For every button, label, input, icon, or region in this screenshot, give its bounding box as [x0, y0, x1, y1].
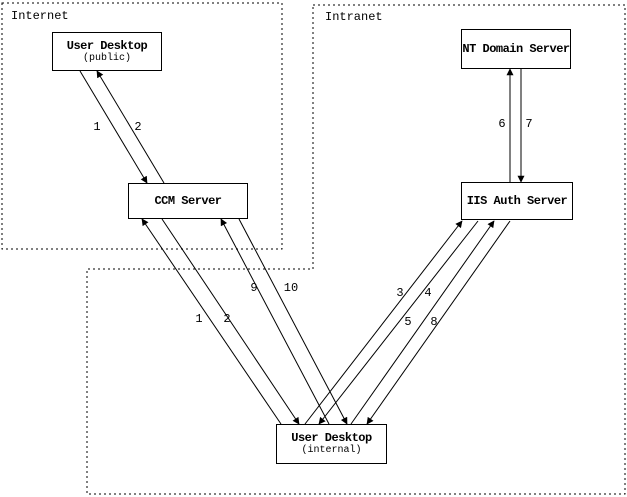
edge-line-2 [96, 70, 165, 184]
node-user-desktop-internal: User Desktop (internal) [276, 424, 387, 464]
edge-line-1 [141, 218, 282, 425]
node-user-desktop-public: User Desktop (public) [52, 32, 162, 71]
node-iis-auth-server: IIS Auth Server [461, 182, 573, 220]
node-title: User Desktop [66, 38, 148, 53]
edge-label-1: 1 [195, 312, 202, 326]
edge-line-2 [161, 218, 300, 425]
region-border-internet [1, 2, 283, 250]
edge-label-6: 6 [498, 117, 505, 131]
edge-line-1 [79, 70, 148, 184]
node-subtitle: (internal) [301, 445, 362, 456]
edge-label-2: 2 [223, 312, 230, 326]
node-ccm-server: CCM Server [128, 183, 248, 219]
node-title: CCM Server [154, 193, 222, 208]
edge-line-8 [366, 220, 511, 425]
edge-label-3: 3 [396, 286, 403, 300]
edge-label-10: 10 [284, 281, 298, 295]
edge-label-8: 8 [430, 315, 437, 329]
edge-line-5 [350, 220, 495, 425]
region-label-intranet: Intranet [325, 10, 383, 24]
edge-label-7: 7 [525, 117, 532, 131]
node-title: NT Domain Server [462, 41, 570, 56]
edge-label-9: 9 [250, 281, 257, 295]
region-border-intranet [86, 4, 626, 495]
edge-line-3 [304, 220, 463, 425]
edge-line-4 [318, 220, 479, 425]
edges-layer: 1 2 1 2 9 10 3 4 5 8 6 7 [79, 68, 533, 425]
region-label-internet: Internet [11, 9, 69, 23]
node-title: IIS Auth Server [466, 193, 568, 208]
edge-label-4: 4 [424, 286, 431, 300]
node-title: User Desktop [291, 431, 372, 445]
node-nt-domain-server: NT Domain Server [461, 29, 571, 69]
edge-line-9 [220, 218, 330, 425]
edge-label-1: 1 [93, 120, 100, 134]
node-subtitle: (public) [82, 52, 131, 64]
edge-line-10 [238, 218, 348, 425]
edge-label-2: 2 [134, 120, 141, 134]
edge-label-5: 5 [404, 315, 411, 329]
